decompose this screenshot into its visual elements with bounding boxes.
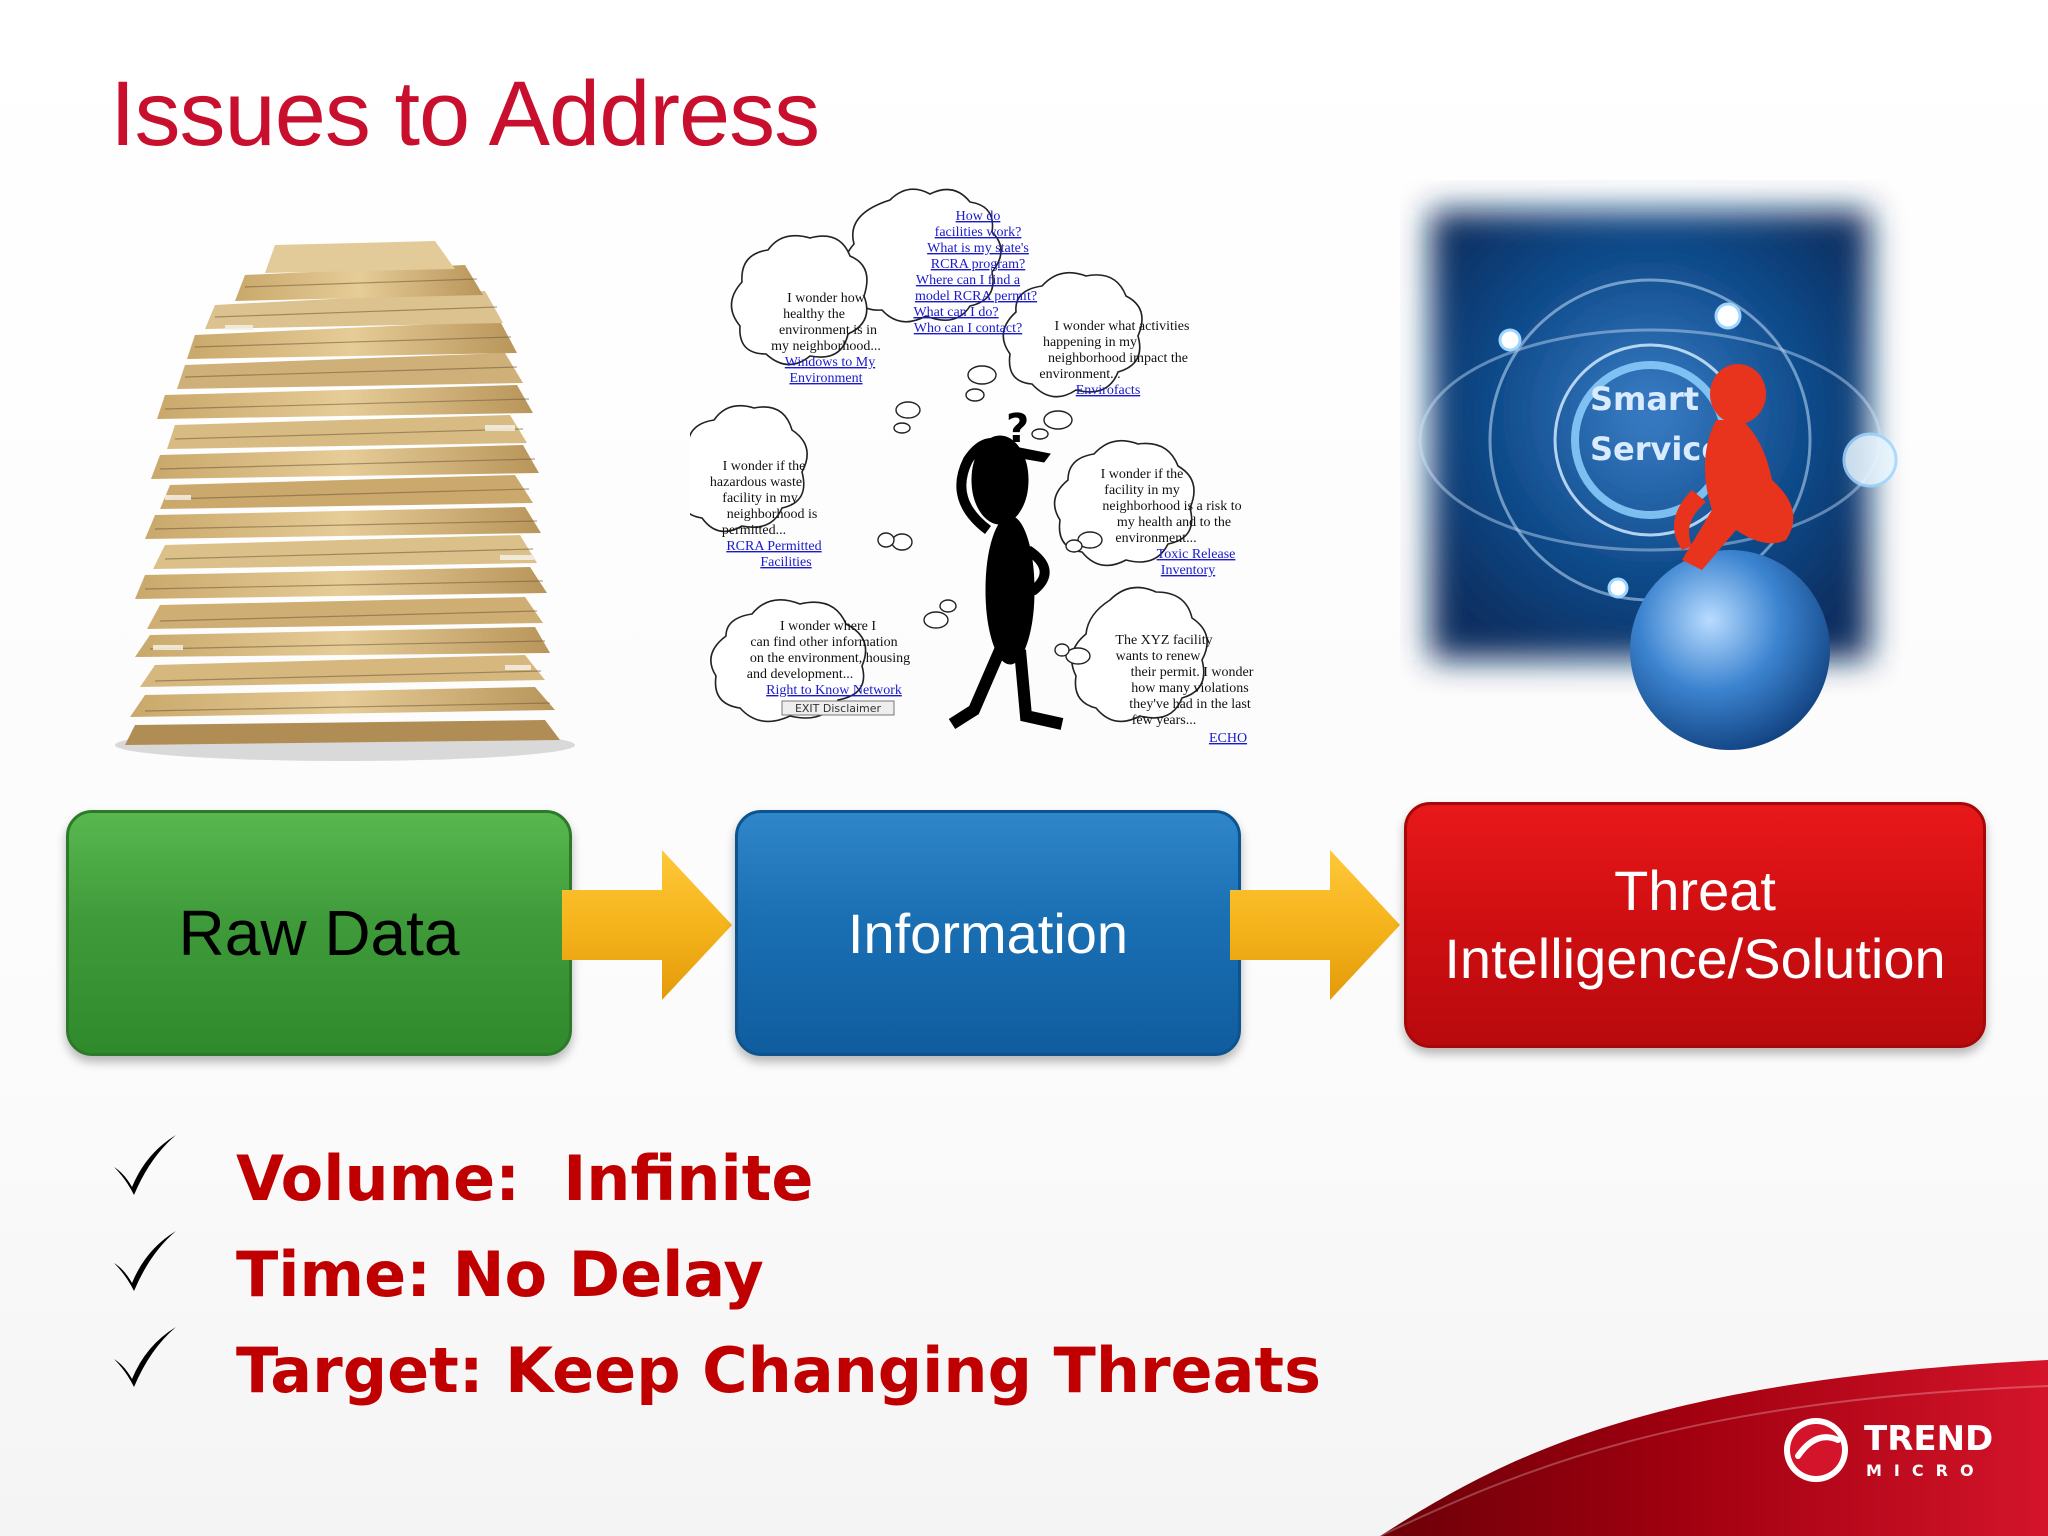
- bubble-7-line: they've had in the last: [1129, 697, 1251, 712]
- bubble-1-line: Who can I contact?: [914, 321, 1022, 336]
- bubble-3-line: neighborhood impact the: [1048, 351, 1188, 366]
- bubble-7-line: wants to renew: [1116, 649, 1202, 664]
- smart-label-line1: Smart: [1590, 380, 1699, 418]
- bubble-3-line: I wonder what activities: [1055, 319, 1190, 334]
- bubble-4-link: Facilities: [760, 555, 811, 570]
- bubble-4-line: hazardous waste: [710, 475, 802, 490]
- bubble-5-link: Toxic Release: [1157, 547, 1236, 562]
- bubble-4-line: neighborhood is: [727, 507, 818, 522]
- bullet-list: Volume: Infinite Time: No Delay Target: …: [110, 1130, 1321, 1418]
- bubble-7-line: how many violations: [1131, 681, 1248, 696]
- footer-swoosh: [1380, 1360, 2048, 1536]
- bubble-4-line: facility in my: [722, 491, 797, 506]
- bubble-3-line: happening in my: [1043, 335, 1137, 350]
- threat-label-line2: Intelligence/Solution: [1444, 927, 1946, 990]
- information-box: Information: [735, 810, 1241, 1056]
- bubble-6-line: I wonder where I: [780, 619, 876, 634]
- smart-service-image: Smart Service: [1418, 210, 1898, 750]
- bubble-1-line: Where can I find a: [916, 273, 1021, 288]
- bubble-1-line: What is my state's: [927, 241, 1029, 256]
- paper-stack-image: [115, 241, 575, 761]
- information-label: Information: [847, 901, 1129, 965]
- bubble-5-line: facility in my: [1104, 483, 1179, 498]
- bullet-item: Time: No Delay: [110, 1226, 1321, 1322]
- right-arrow-icon: [562, 850, 732, 1000]
- bubble-1-line: RCRA program?: [931, 257, 1026, 272]
- checkmark-icon: [114, 1327, 176, 1387]
- bubble-4-line: permitted...: [722, 523, 786, 538]
- raw-data-label: Raw Data: [178, 897, 460, 969]
- bubble-6-link: Right to Know Network: [766, 683, 902, 698]
- bubble-4-link: RCRA Permitted: [726, 539, 821, 554]
- threat-intelligence-box: Threat Intelligence/Solution: [1404, 802, 1986, 1048]
- smart-label-line2: Service: [1590, 430, 1723, 468]
- slide-title: Issues to Address: [110, 63, 820, 165]
- checkmark-icon: [114, 1231, 176, 1291]
- bubble-7-line: their permit. I wonder: [1131, 665, 1254, 680]
- bubble-7-link: ECHO: [1209, 731, 1247, 746]
- bullet-text: Target: Keep Changing Threats: [236, 1333, 1321, 1407]
- logo-word-micro: MICRO: [1866, 1461, 1986, 1480]
- trend-micro-logo: TREND MICRO: [1784, 1418, 1993, 1482]
- bubble-5-line: environment...: [1115, 531, 1196, 546]
- bubble-1-line: What can I do?: [913, 305, 998, 320]
- bubble-1-line: How do: [956, 209, 1001, 224]
- bullet-text: Volume: Infinite: [236, 1141, 814, 1215]
- bubble-2-line: my neighborhood...: [771, 339, 881, 354]
- bubble-7-line: few years...: [1132, 713, 1197, 728]
- bubble-1-line: model RCRA permit?: [915, 289, 1037, 304]
- bubble-2-line: environment is in: [779, 323, 877, 338]
- bubble-5-line: neighborhood is a risk to: [1102, 499, 1241, 514]
- bubble-2-link: Environment: [789, 371, 862, 386]
- bullet-item: Target: Keep Changing Threats: [110, 1322, 1321, 1418]
- thinking-person-image: How do facilities work? What is my state…: [690, 188, 1254, 746]
- threat-label-line1: Threat: [1614, 858, 1776, 922]
- bullet-item: Volume: Infinite: [110, 1130, 1321, 1226]
- bubble-1-line: facilities work?: [935, 225, 1022, 240]
- bubble-3-link: Envirofacts: [1076, 383, 1141, 398]
- bubble-6-line: on the environment, housing: [750, 651, 910, 666]
- raw-data-box: Raw Data: [66, 810, 572, 1056]
- bubble-5-link: Inventory: [1161, 563, 1215, 578]
- bubble-5-line: my health and to the: [1117, 515, 1231, 530]
- logo-word-trend: TREND: [1864, 1419, 1993, 1459]
- bubble-6-line: can find other information: [750, 635, 897, 650]
- bubble-5-line: I wonder if the: [1101, 467, 1184, 482]
- bullet-text: Time: No Delay: [236, 1237, 764, 1311]
- bubble-2-line: healthy the: [783, 307, 845, 322]
- exit-disclaimer-button: EXIT Disclaimer: [795, 702, 882, 715]
- right-arrow-icon: [1230, 850, 1400, 1000]
- bubble-3-line: environment...: [1039, 367, 1120, 382]
- bubble-7-line: The XYZ facility: [1115, 633, 1212, 648]
- checkmark-icon: [114, 1135, 176, 1195]
- bubble-2-link: Windows to My: [785, 355, 875, 370]
- bubble-2-line: I wonder how: [787, 291, 866, 306]
- bubble-4-line: I wonder if the: [723, 459, 806, 474]
- bubble-6-line: and development...: [747, 667, 854, 682]
